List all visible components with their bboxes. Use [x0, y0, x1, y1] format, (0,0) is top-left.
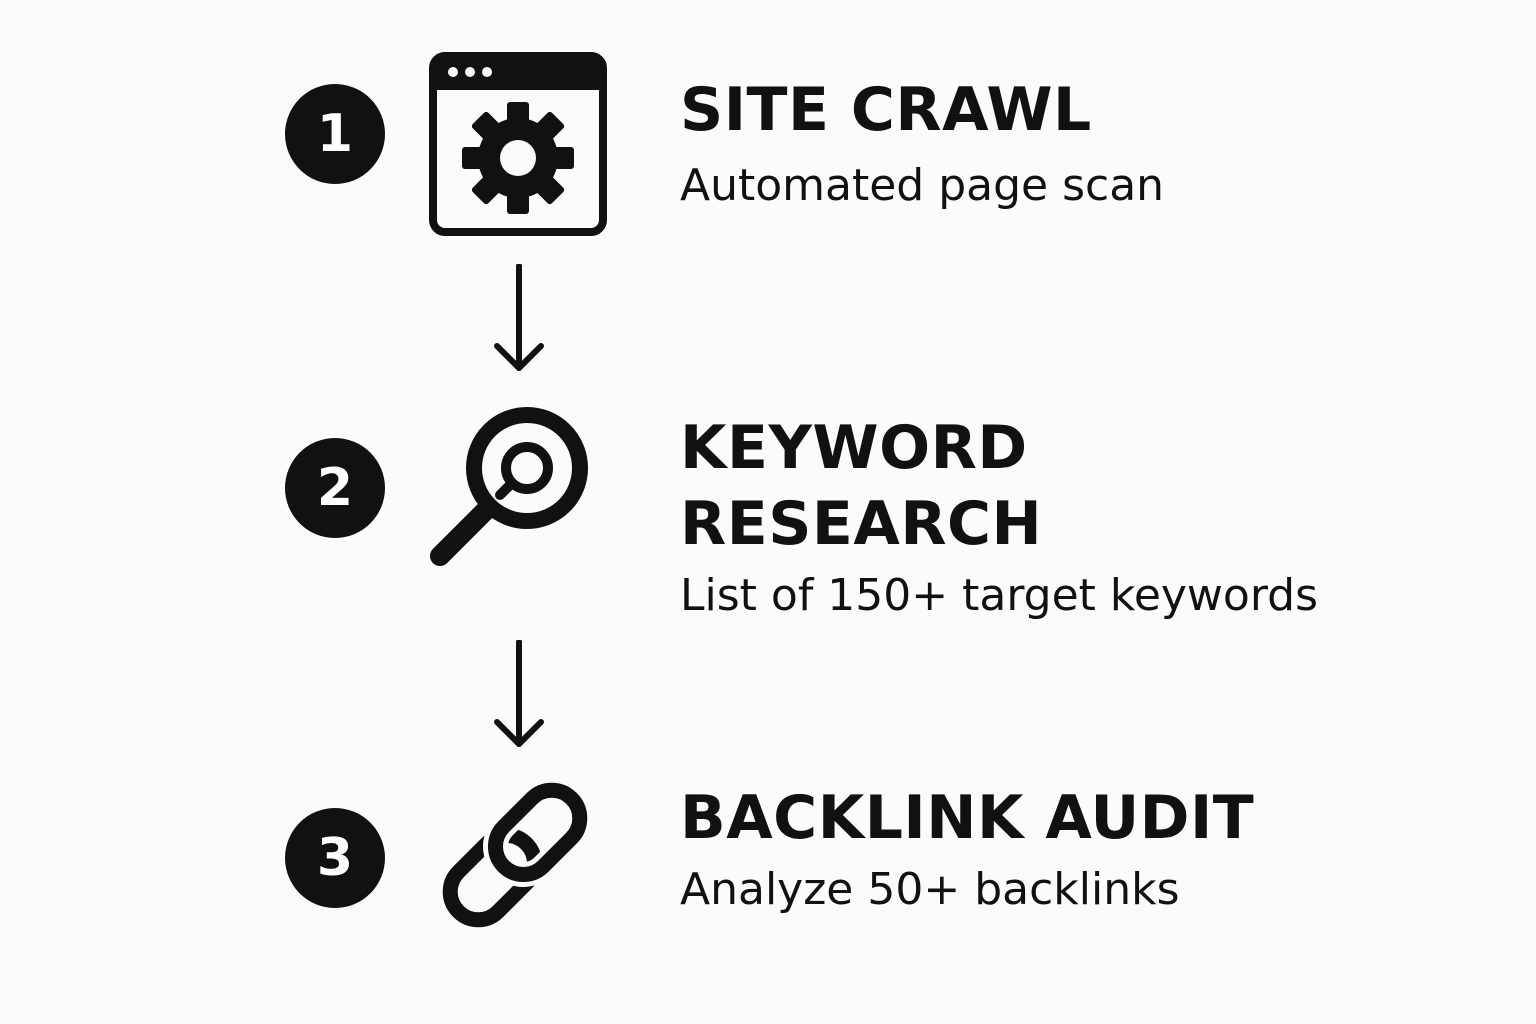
arrow-down-icon	[494, 640, 544, 747]
step-1-number-badge: 1	[285, 84, 385, 184]
browser-gear-icon	[429, 52, 607, 236]
step-3-number-badge: 3	[285, 808, 385, 908]
chain-link-icon	[442, 777, 593, 928]
step-3-title: BACKLINK AUDIT	[680, 783, 1255, 853]
step-2-number-badge: 2	[285, 438, 385, 538]
magnifier-icon	[430, 407, 588, 566]
step-2-number: 2	[316, 458, 354, 518]
arrow-down-icon	[494, 264, 544, 371]
step-2-title-line-1: KEYWORD	[680, 413, 1028, 483]
step-1-title: SITE CRAWL	[680, 75, 1092, 145]
step-2-description: List of 150+ target keywords	[680, 570, 1318, 621]
step-3-description: Analyze 50+ backlinks	[680, 864, 1180, 915]
step-1-description: Automated page scan	[680, 160, 1165, 211]
step-2-title-line-2: RESEARCH	[680, 489, 1043, 559]
step-1-number: 1	[316, 104, 354, 164]
step-3-number: 3	[316, 828, 354, 888]
